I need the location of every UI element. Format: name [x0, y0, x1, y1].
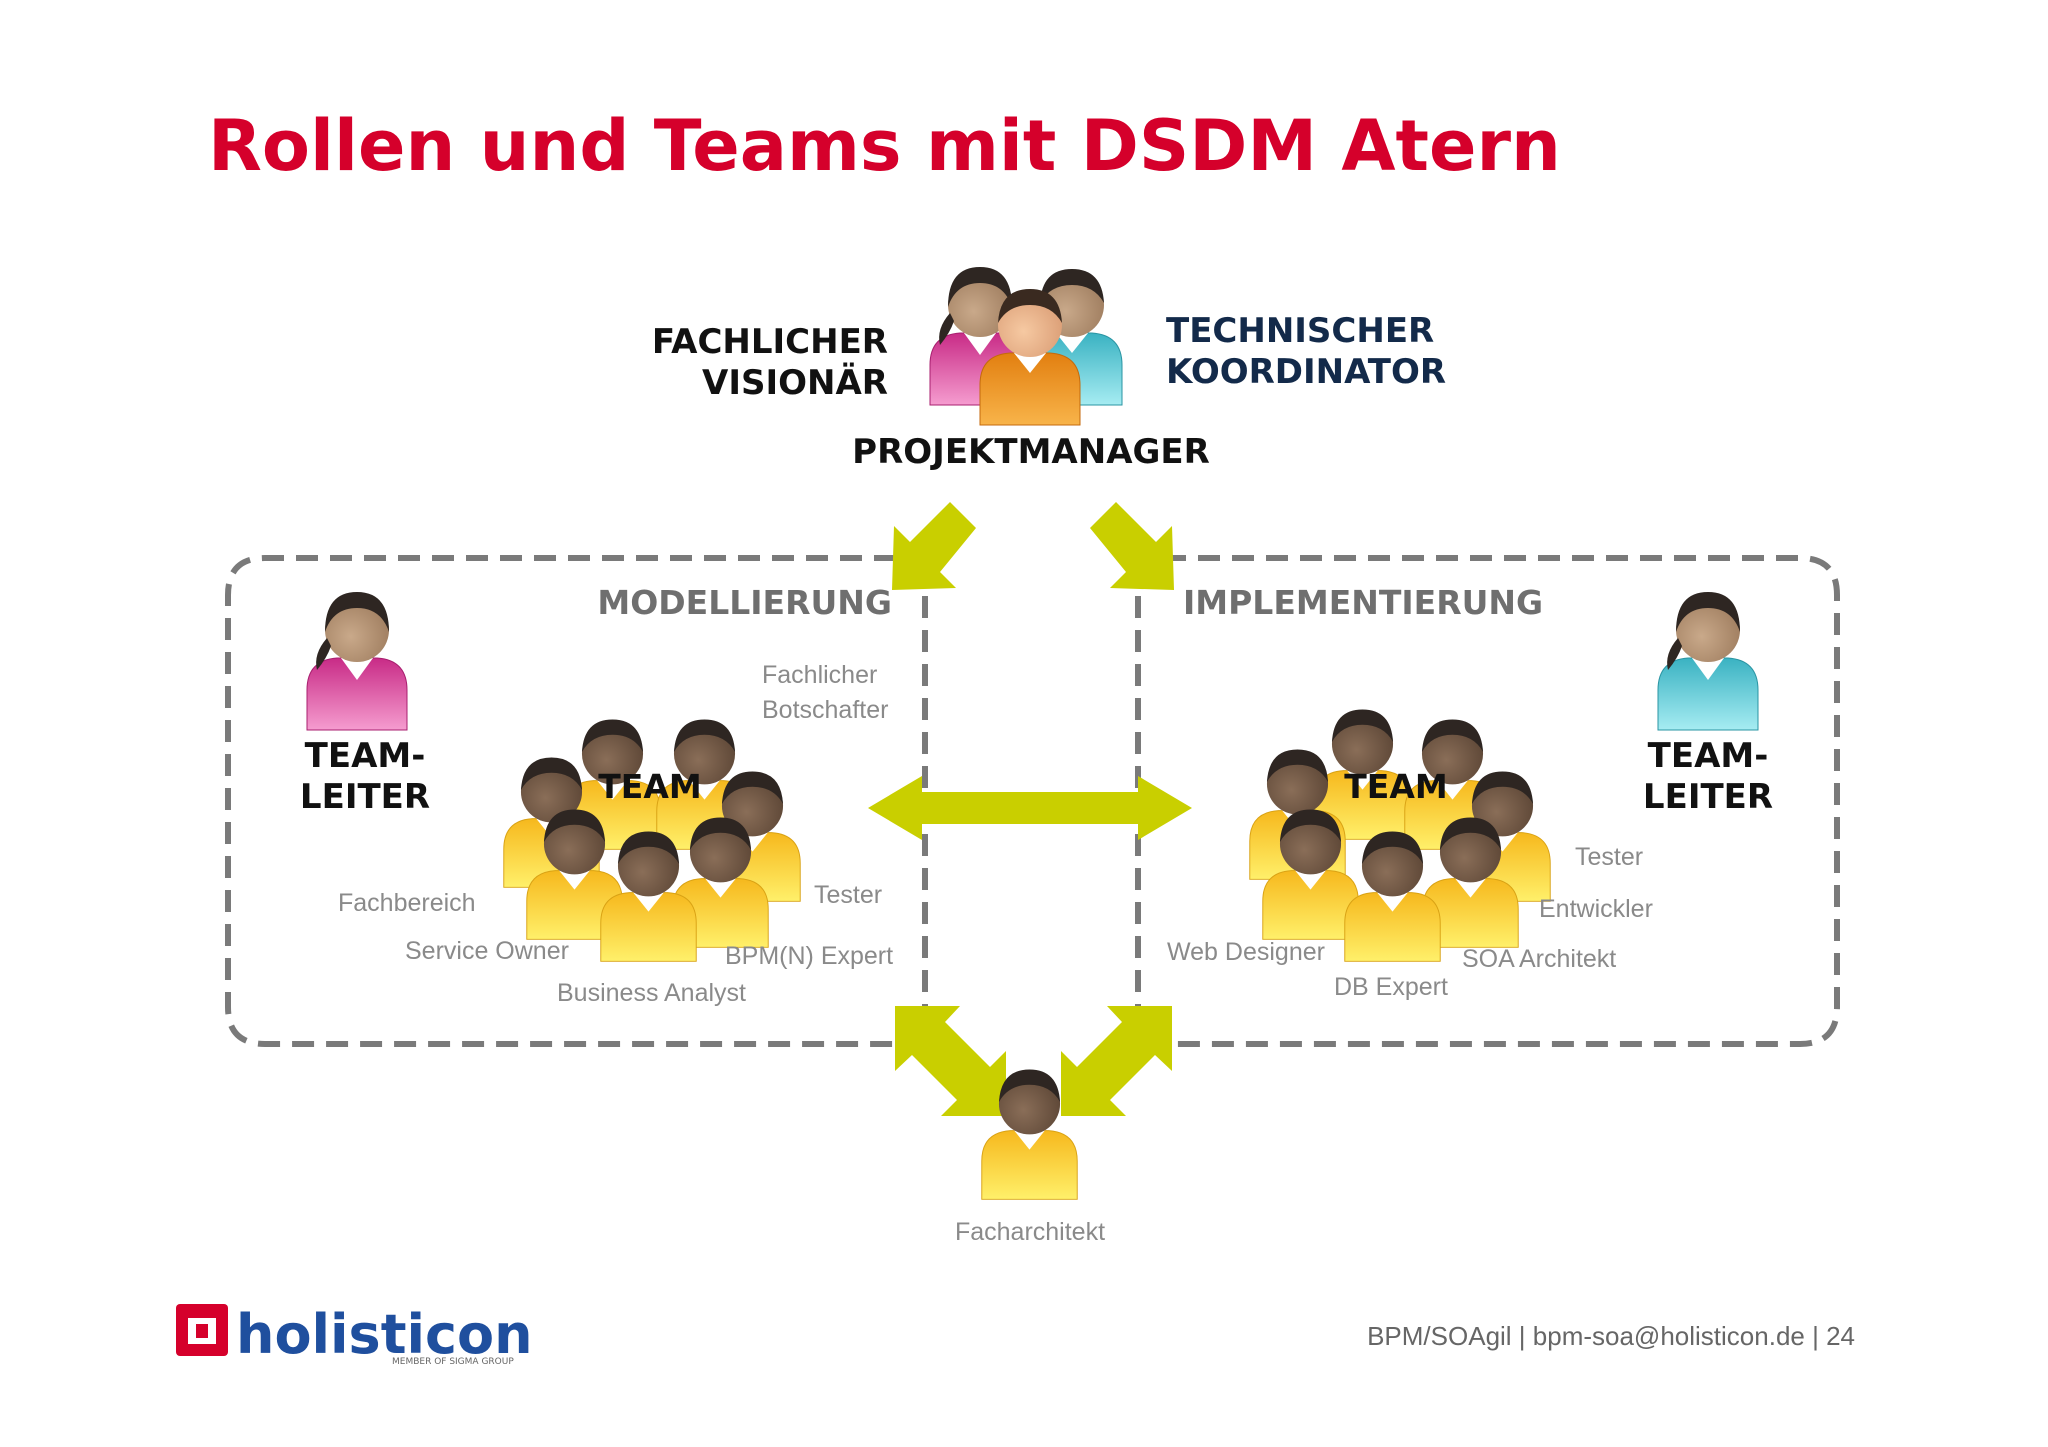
technischer-koordinator-label-line1: TECHNISCHER [1166, 311, 1434, 351]
holisticon-logo: holisticon MEMBER OF SIGMA GROUP [176, 1303, 533, 1367]
role-bpmn-expert: BPM(N) Expert [725, 942, 893, 970]
teamleiter-implementierung-line1: TEAM- [1648, 736, 1769, 776]
role-business-analyst: Business Analyst [557, 979, 746, 1007]
role-tester-implementierung: Tester [1575, 843, 1643, 871]
projektmanager-label: PROJEKTMANAGER [852, 432, 1210, 472]
technischer-koordinator-label-line2: KOORDINATOR [1166, 352, 1446, 392]
double-arrow-left-diagonal-icon [895, 1006, 1006, 1116]
page-title: Rollen und Teams mit DSDM Atern [208, 105, 1561, 187]
role-web-designer: Web Designer [1167, 938, 1325, 966]
modellierung-team-icon [503, 719, 801, 962]
role-fachlicher-botschafter-line2: Botschafter [762, 696, 888, 724]
fachlicher-visionaer-label-line1: FACHLICHER [652, 322, 888, 362]
modellierung-team-label: TEAM [598, 767, 701, 806]
modellierung-heading: MODELLIERUNG [597, 583, 892, 622]
implementierung-heading: IMPLEMENTIERUNG [1183, 583, 1543, 622]
holisticon-logo-tagline: MEMBER OF SIGMA GROUP [392, 1357, 514, 1367]
holisticon-logo-mark-icon [176, 1304, 228, 1356]
teamleiter-modellierung-line1: TEAM- [305, 736, 426, 776]
double-arrow-horizontal-icon [868, 776, 1192, 840]
role-tester-modellierung: Tester [814, 881, 882, 909]
teamleiter-modellierung-line2: LEITER [300, 777, 430, 817]
projektmanager-group-icon [929, 266, 1123, 426]
facharchitekt-label: Facharchitekt [955, 1218, 1105, 1246]
role-fachbereich: Fachbereich [338, 889, 476, 917]
arrow-to-modellierung-icon [892, 502, 976, 590]
implementierung-team-label: TEAM [1344, 767, 1447, 806]
fachlicher-visionaer-label-line2: VISIONÄR [702, 362, 888, 403]
footer-text: BPM/SOAgil | bpm-soa@holisticon.de | 24 [1367, 1321, 1855, 1351]
role-db-expert: DB Expert [1334, 973, 1448, 1001]
teamleiter-implementierung-line2: LEITER [1643, 777, 1773, 817]
teamleiter-modellierung-icon [306, 591, 408, 731]
implementierung-team-icon [1249, 709, 1551, 962]
role-entwickler: Entwickler [1539, 895, 1653, 923]
implementierung-border [1130, 555, 1840, 1047]
role-soa-architekt: SOA Architekt [1462, 945, 1616, 973]
role-fachlicher-botschafter-line1: Fachlicher [762, 661, 877, 689]
teamleiter-implementierung-icon [1657, 591, 1759, 731]
holisticon-logo-text: holisticon [236, 1303, 533, 1366]
double-arrow-right-diagonal-icon [1061, 1006, 1172, 1116]
modellierung-border [225, 555, 930, 1047]
arrow-to-implementierung-icon [1090, 502, 1174, 590]
role-service-owner: Service Owner [405, 937, 569, 965]
